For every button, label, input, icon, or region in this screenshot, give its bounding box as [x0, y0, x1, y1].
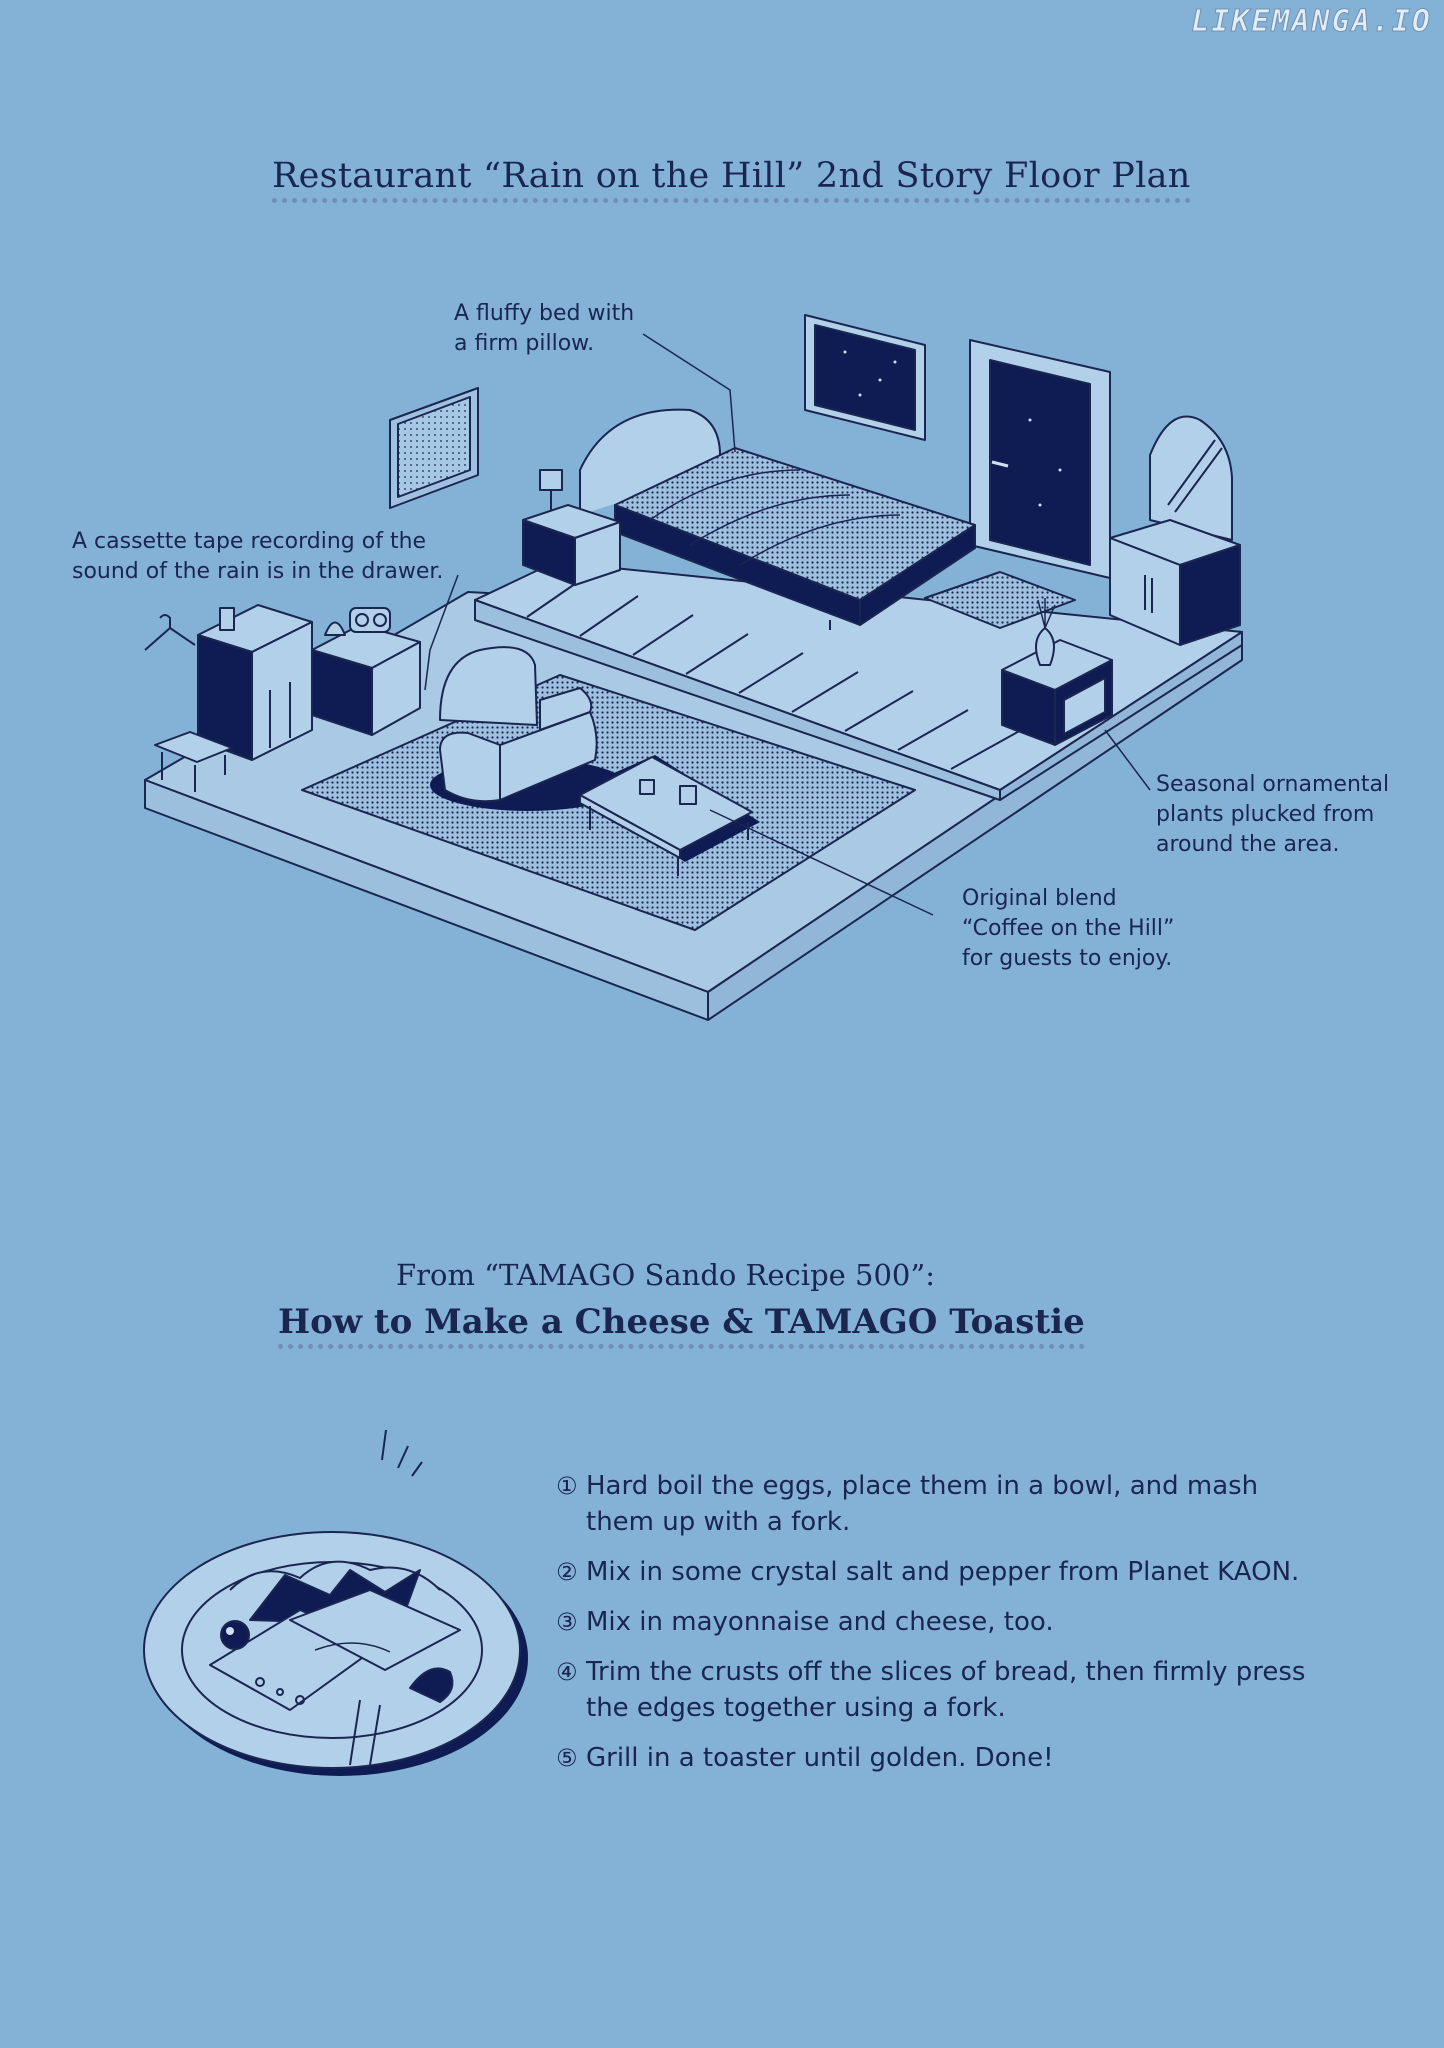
coffee-table [575, 755, 760, 876]
bed [579, 408, 976, 630]
callout-coffee: Original blend “Coffee on the Hill” for … [962, 886, 1175, 971]
step-text: Mix in mayonnaise and cheese, too. [586, 1607, 1054, 1637]
callout-plants: Seasonal ornamental plants plucked from … [1156, 772, 1390, 857]
floor-plan-title: Restaurant “Rain on the Hill” 2nd Story … [272, 156, 1191, 203]
step-number: ② [556, 1558, 578, 1586]
callout-bed: A fluffy bed with a firm pillow. [454, 301, 635, 356]
recipe-step: ④ Trim the crusts off the slices of bread… [556, 1654, 1305, 1726]
step-text: Grill in a toaster until golden. Done! [586, 1743, 1054, 1773]
callout-leaders [424, 333, 1151, 916]
step-text: Hard boil the eggs, place them in a bowl… [586, 1471, 1259, 1537]
armchair [430, 646, 626, 811]
recipe-step: ① Hard boil the eggs, place them in a bow… [556, 1468, 1305, 1540]
recipe-step: ⑤ Grill in a toaster until golden. Done! [556, 1740, 1305, 1776]
recipe-steps: ① Hard boil the eggs, place them in a bow… [556, 1468, 1305, 1790]
window [804, 314, 926, 441]
nightstand [522, 469, 621, 586]
recipe-step: ② Mix in some crystal salt and pepper fro… [556, 1554, 1305, 1590]
step-number: ③ [556, 1608, 578, 1636]
tall-cabinet [197, 604, 313, 761]
plant-cabinet [1001, 598, 1113, 746]
door [969, 339, 1111, 579]
floor-plan-illustration [144, 314, 1243, 1021]
door-mat [924, 571, 1076, 629]
step-text: Mix in some crystal salt and pepper from… [586, 1557, 1300, 1587]
step-number: ① [556, 1472, 578, 1500]
coat-hanger [144, 614, 196, 651]
recipe-source: From “TAMAGO Sando Recipe 500”: [396, 1258, 935, 1292]
dresser [311, 607, 421, 736]
toastie-plate-illustration [143, 1429, 528, 1776]
vanity-sink [1109, 415, 1241, 646]
watermark: LIKEMANGA.IO [1191, 4, 1432, 40]
step-number: ④ [556, 1658, 578, 1686]
recipe-step: ③ Mix in mayonnaise and cheese, too. [556, 1604, 1305, 1640]
recipe-title: How to Make a Cheese & TAMAGO Toastie [278, 1302, 1085, 1349]
step-text: Trim the crusts off the slices of bread,… [586, 1657, 1306, 1723]
step-number: ⑤ [556, 1744, 578, 1772]
wall-picture [389, 387, 479, 509]
stool [154, 731, 233, 792]
callout-cassette: A cassette tape recording of the sound o… [72, 529, 444, 584]
